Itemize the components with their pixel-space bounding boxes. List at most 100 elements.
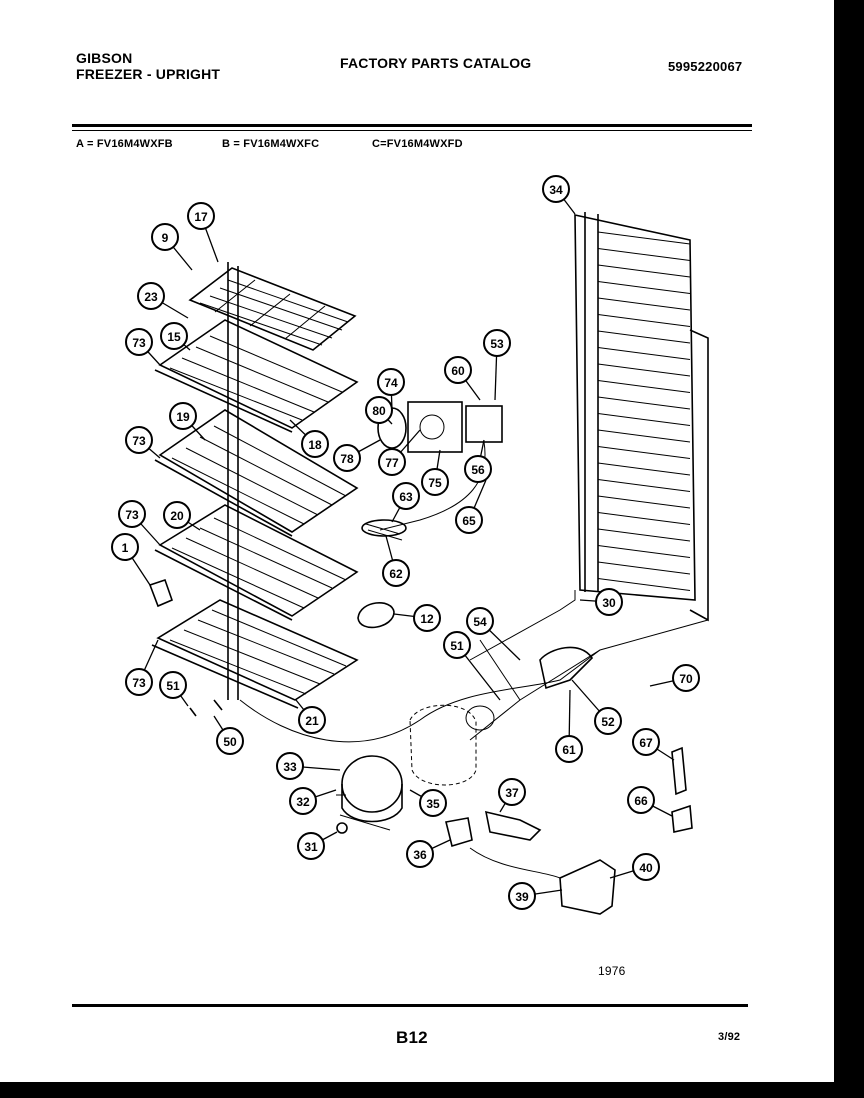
callout-31: 31	[297, 831, 338, 860]
callout-label: 53	[490, 337, 504, 351]
callout-label: 66	[634, 794, 648, 808]
callout-label: 61	[562, 743, 576, 757]
callout-label: 9	[162, 231, 169, 245]
callout-80: 80	[365, 396, 393, 425]
part-67	[671, 746, 687, 796]
suction-line	[239, 649, 601, 743]
callout-label: 80	[372, 404, 386, 418]
grommet-31	[336, 822, 348, 834]
model-b: B = FV16M4WXFC	[222, 138, 320, 150]
callout-30: 30	[579, 588, 623, 616]
callout-label: 51	[166, 679, 180, 693]
callout-53: 53	[483, 329, 511, 401]
model-a: A = FV16M4WXFB	[76, 138, 173, 150]
callout-17: 17	[187, 202, 219, 263]
callout-40: 40	[609, 853, 660, 881]
catalog-part-number: 5995220067	[668, 59, 743, 74]
callout-label: 34	[549, 183, 563, 197]
callout-18: 18	[289, 419, 329, 458]
callout-label: 70	[679, 672, 693, 686]
footer-rule	[72, 1004, 748, 1007]
callout-label: 56	[471, 463, 485, 477]
drain-part-12	[357, 602, 395, 629]
screws	[189, 699, 223, 717]
callout-label: 50	[223, 735, 237, 749]
callout-51: 51	[159, 671, 189, 707]
callout-label: 23	[144, 290, 158, 304]
callout-label: 77	[385, 456, 399, 470]
callout-78: 78	[333, 439, 381, 472]
model-c: C=FV16M4WXFD	[372, 138, 463, 150]
callout-32: 32	[289, 787, 337, 815]
callout-62: 62	[382, 535, 410, 587]
callout-61: 61	[555, 689, 583, 763]
callout-54: 54	[466, 607, 521, 661]
bracket-1	[148, 578, 174, 608]
callout-label: 37	[505, 786, 519, 800]
condenser-fan-outline	[409, 704, 495, 786]
brand-name: GIBSON	[76, 50, 133, 66]
compressor	[336, 755, 403, 831]
callout-label: 40	[639, 861, 653, 875]
callout-label: 19	[176, 410, 190, 424]
header-rule-thick	[72, 124, 752, 127]
callout-73: 73	[118, 500, 161, 546]
callout-label: 78	[340, 452, 354, 466]
callout-label: 73	[132, 676, 146, 690]
callout-77: 77	[378, 429, 421, 476]
relay-36	[445, 817, 473, 848]
drain-line	[469, 847, 561, 879]
callout-label: 73	[132, 434, 146, 448]
header-rule-thin	[72, 130, 752, 131]
callout-label: 62	[389, 567, 403, 581]
callout-label: 35	[426, 797, 440, 811]
shelf-bottom	[151, 599, 359, 709]
callout-70: 70	[649, 664, 700, 692]
page-number: B12	[396, 1028, 428, 1047]
drain-pan	[559, 859, 616, 915]
catalog-title: FACTORY PARTS CATALOG	[340, 55, 532, 71]
callout-1: 1	[111, 533, 151, 586]
callout-label: 54	[473, 615, 487, 629]
callout-56: 56	[464, 439, 492, 483]
defrost-heater	[361, 519, 407, 541]
callout-60: 60	[444, 356, 481, 401]
callout-label: 33	[283, 760, 297, 774]
callout-label: 1	[122, 541, 129, 555]
capillary-line	[479, 639, 521, 701]
figure-number: 1976	[598, 964, 626, 978]
callout-label: 21	[305, 714, 319, 728]
callout-65: 65	[455, 479, 487, 534]
callout-63: 63	[391, 482, 420, 523]
callout-35: 35	[409, 789, 447, 817]
overload-37	[484, 810, 542, 841]
callout-19: 19	[169, 402, 206, 441]
condenser-coil	[469, 212, 709, 741]
callout-label: 12	[420, 612, 434, 626]
callout-9: 9	[151, 223, 193, 271]
shelf-2	[154, 319, 359, 433]
callout-label: 74	[384, 376, 398, 390]
callout-label: 51	[450, 639, 464, 653]
callout-label: 30	[602, 596, 616, 610]
callout-label: 67	[639, 736, 653, 750]
callout-74: 74	[377, 368, 405, 411]
callout-20: 20	[163, 501, 201, 531]
callout-33: 33	[276, 752, 341, 780]
callout-73: 73	[125, 328, 161, 366]
callout-label: 63	[399, 490, 413, 504]
callout-label: 73	[125, 508, 139, 522]
callout-52: 52	[571, 679, 622, 735]
callout-15: 15	[160, 322, 191, 351]
callout-23: 23	[137, 282, 189, 319]
part-66	[671, 804, 693, 833]
callout-label: 52	[601, 715, 615, 729]
callout-73: 73	[125, 426, 161, 459]
callout-34: 34	[542, 175, 576, 215]
callout-label: 36	[413, 848, 427, 862]
revision-date: 3/92	[718, 1031, 741, 1043]
callout-label: 73	[132, 336, 146, 350]
callout-label: 17	[194, 210, 208, 224]
callout-50: 50	[213, 715, 244, 755]
